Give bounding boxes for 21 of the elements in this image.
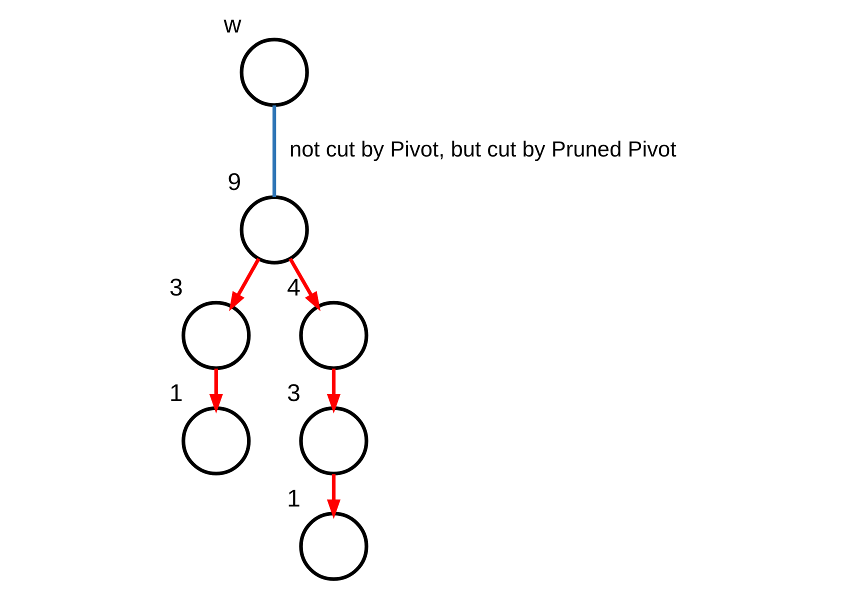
node-circle	[182, 300, 251, 370]
connector	[272, 105, 276, 197]
node-circle	[182, 406, 251, 476]
node-circle	[299, 406, 368, 476]
node-label: 1	[169, 380, 183, 407]
node-label: 1	[286, 485, 300, 512]
node-circle	[240, 38, 309, 107]
node-label: 3	[169, 274, 183, 302]
node-label: 4	[286, 274, 300, 302]
node-circle	[240, 195, 309, 264]
edge-label: not cut by Pivot, but cut by Pruned Pivot	[289, 136, 676, 162]
node-label: 3	[286, 380, 300, 407]
arrow	[326, 368, 341, 414]
arrow	[326, 474, 341, 519]
node-label: w	[224, 11, 242, 38]
arrow	[229, 258, 260, 312]
node-circle	[299, 512, 368, 581]
arrow	[209, 368, 223, 414]
arrow	[288, 258, 320, 312]
node-circle	[299, 300, 368, 370]
node-label: 9	[228, 168, 242, 196]
